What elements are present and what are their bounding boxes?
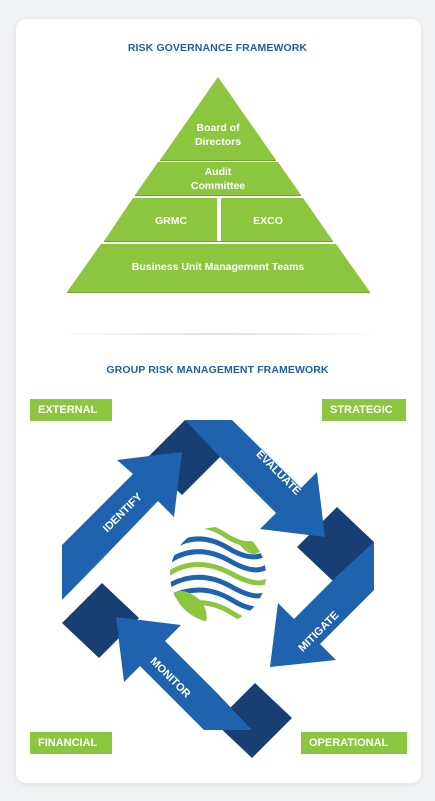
arrow-evaluate <box>185 420 325 537</box>
exco-label: EXCO <box>253 215 283 227</box>
arrow-monitor <box>116 617 252 730</box>
governance-title: RISK GOVERNANCE FRAMEWORK <box>127 42 308 54</box>
fold-left <box>62 583 139 658</box>
arrow-identify <box>62 452 182 600</box>
arrow-mitigate <box>270 542 374 667</box>
board-label-line1: Board of <box>196 122 240 134</box>
globe-logo-icon <box>170 527 266 623</box>
tier-business <box>67 244 370 292</box>
grmc-label: GRMC <box>155 215 187 227</box>
audit-label-line2: Committee <box>191 180 245 192</box>
tier-audit <box>135 162 301 195</box>
tag-financial: FINANCIAL <box>30 732 112 754</box>
risk-management-title: GROUP RISK MANAGEMENT FRAMEWORK <box>106 364 329 376</box>
business-units-label: Business Unit Management Teams <box>132 261 305 273</box>
tag-operational: OPERATIONAL <box>301 732 407 754</box>
fold-right <box>297 507 374 582</box>
tag-strategic: STRATEGIC <box>322 399 406 421</box>
section-divider <box>52 333 384 335</box>
tier-board <box>160 77 276 160</box>
audit-label-line1: Audit <box>205 166 232 178</box>
tier-exco <box>221 198 333 241</box>
fold-bottom <box>215 683 292 758</box>
board-label-line2: Directors <box>195 136 241 148</box>
tier-grmc <box>104 198 217 241</box>
tag-external: EXTERNAL <box>30 399 112 421</box>
